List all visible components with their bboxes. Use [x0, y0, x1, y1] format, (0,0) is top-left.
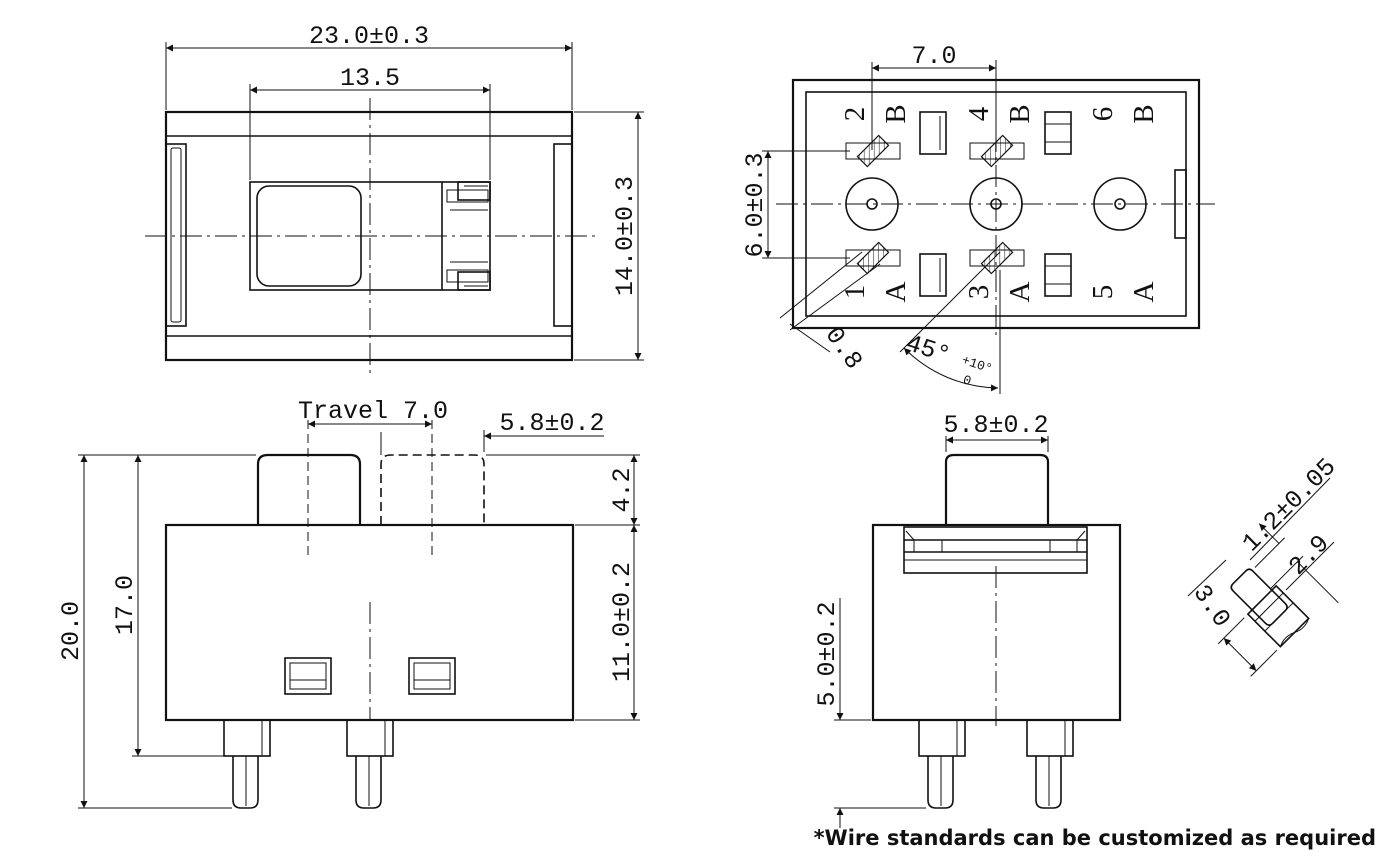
pin-label-4: 4 [963, 106, 995, 121]
dim-top-height: 14.0±0.3 [611, 176, 640, 296]
footnote: *Wire standards can be customized as req… [813, 826, 1376, 850]
pin-label-a: A [880, 281, 912, 302]
pin-label-b: B [880, 104, 912, 123]
dim-pin-row-spacing: 6.0±0.3 [741, 152, 770, 257]
pin-label-a: A [1128, 281, 1160, 302]
top-view: 23.0±0.3 13.5 14.0±0.3 [145, 22, 644, 374]
pin-detail [1217, 523, 1339, 677]
pin-view: 2 B 4 B 6 B 1 A 3 A 5 A 7.0 6.0±0.3 0.8 … [741, 42, 1215, 394]
dim-angle: 45° [902, 329, 954, 370]
dim-pin-length-29: 2.9 [1283, 529, 1335, 581]
pin-label-b: B [1004, 104, 1036, 123]
pin-label-a: A [1004, 281, 1036, 302]
pin-label-3: 3 [963, 285, 995, 300]
pin-label-2: 2 [839, 107, 871, 122]
dim-body-height: 11.0±0.2 [608, 562, 637, 682]
dim-top-slot: 13.5 [340, 64, 400, 93]
pin-label-6: 6 [1087, 107, 1119, 122]
pin-label-5: 5 [1087, 285, 1119, 300]
dim-total-height: 20.0 [57, 601, 86, 661]
dim-angle-tol-lower: 0 [961, 372, 973, 389]
dim-knob-width-end: 5.8±0.2 [943, 411, 1048, 440]
dim-travel: Travel 7.0 [298, 397, 448, 426]
pin-label-b: B [1128, 104, 1160, 123]
side-view: Travel 7.0 5.8±0.2 4.2 11.0±0.2 [57, 397, 640, 809]
dim-knob-width-side: 5.8±0.2 [499, 409, 604, 438]
dim-pin-pitch: 7.0 [911, 42, 956, 71]
dim-knob-height: 4.2 [608, 467, 637, 512]
dim-pin-30: 3.0 [1187, 580, 1237, 634]
pin-label-1: 1 [839, 285, 871, 300]
dim-top-width: 23.0±0.3 [309, 22, 429, 51]
end-view: 5.8±0.2 5.0±0.2 [813, 411, 1122, 828]
dim-pin-thickness: 0.8 [819, 322, 869, 376]
dim-pin-length: 5.0±0.2 [813, 601, 842, 706]
dim-height-17: 17.0 [111, 575, 140, 635]
